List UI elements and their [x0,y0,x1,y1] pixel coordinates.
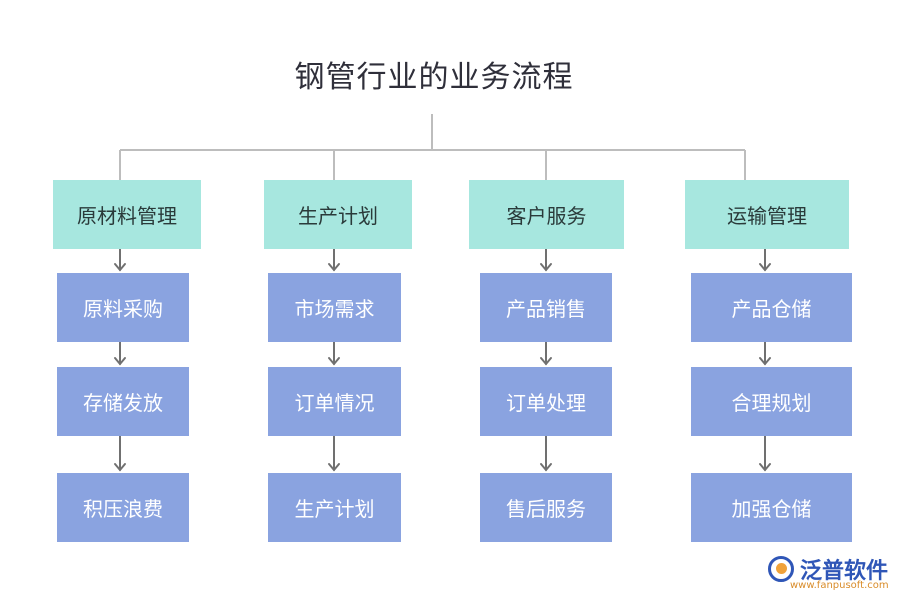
step-node-3-1: 产品销售 [480,273,612,342]
arrow-col4-1 [759,248,771,272]
step-node-3-2: 订单处理 [480,367,612,436]
brand-logo-icon [768,556,794,582]
step-node-4-3: 加强仓储 [691,473,852,542]
header-node-2: 生产计划 [264,180,412,249]
arrow-col4-2 [759,341,771,366]
arrow-col2-2 [328,341,340,366]
header-node-4: 运输管理 [685,180,849,249]
diagram-title: 钢管行业的业务流程 [294,60,574,95]
arrow-col3-2 [540,341,552,366]
arrow-col1-1 [114,248,126,272]
arrow-col2-3 [328,435,340,472]
arrow-col3-3 [540,435,552,472]
arrow-col3-1 [540,248,552,272]
arrow-col1-2 [114,341,126,366]
step-node-3-3: 售后服务 [480,473,612,542]
arrow-col2-1 [328,248,340,272]
header-node-1: 原材料管理 [53,180,201,249]
arrow-col1-3 [114,435,126,472]
step-node-1-2: 存储发放 [57,367,189,436]
arrow-col4-3 [759,435,771,472]
step-node-2-1: 市场需求 [268,273,401,342]
step-node-1-1: 原料采购 [57,273,189,342]
header-node-3: 客户服务 [469,180,624,249]
brand-logo-text: 泛普软件 [800,559,889,584]
step-node-1-3: 积压浪费 [57,473,189,542]
step-node-4-2: 合理规划 [691,367,852,436]
step-node-2-2: 订单情况 [268,367,401,436]
brand-logo-url: www.fanpusoft.com [790,580,889,591]
brand-logo: 泛普软件 [768,553,888,585]
step-node-4-1: 产品仓储 [691,273,852,342]
step-node-2-3: 生产计划 [268,473,401,542]
